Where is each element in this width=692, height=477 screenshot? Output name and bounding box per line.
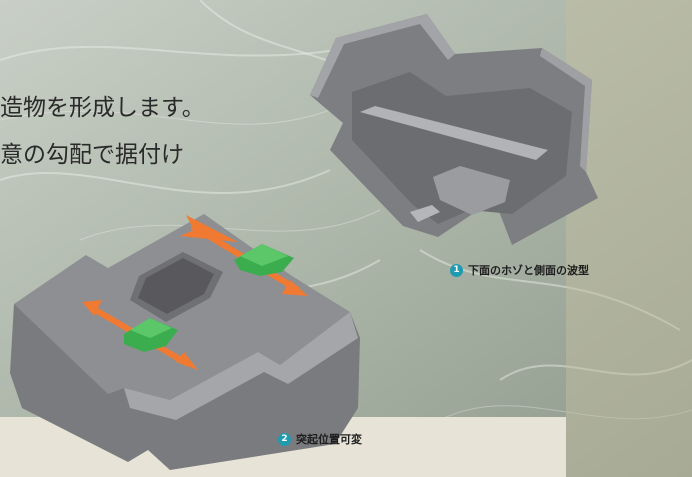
caption-knob-position-text: 突起位置可変 (296, 433, 362, 446)
caption-underside-text: 下面のホゾと側面の波型 (468, 264, 589, 277)
arrow-lower-right (176, 352, 198, 370)
caption-underside: 1 下面のホゾと側面の波型 (450, 262, 589, 278)
tenon-stem (410, 205, 440, 222)
knob-lower-top (130, 318, 172, 338)
intro-line-2: 意の勾配で据付け (0, 142, 184, 168)
block-underside-illustration (310, 14, 598, 245)
block-inner-recess (352, 72, 572, 224)
intro-line-1: 造物を形成します。 (0, 95, 205, 121)
number-badge-1: 1 (450, 263, 463, 277)
tenon-ridge (360, 106, 548, 160)
caption-knob-position: 2 突起位置可変 (278, 431, 362, 447)
arrow-upper-right (282, 280, 308, 296)
block-edge-highlight (540, 48, 592, 172)
block-side-face (310, 14, 455, 98)
arrow-upper-left (180, 215, 238, 242)
block-top-illustration (10, 214, 360, 470)
number-badge-2: 2 (278, 432, 291, 446)
tenon-knob (433, 166, 510, 215)
block2-side-highlight (124, 312, 358, 420)
arrow-lower-left (82, 300, 102, 316)
knob-upper-top (240, 244, 288, 266)
block2-hollow (138, 258, 214, 314)
